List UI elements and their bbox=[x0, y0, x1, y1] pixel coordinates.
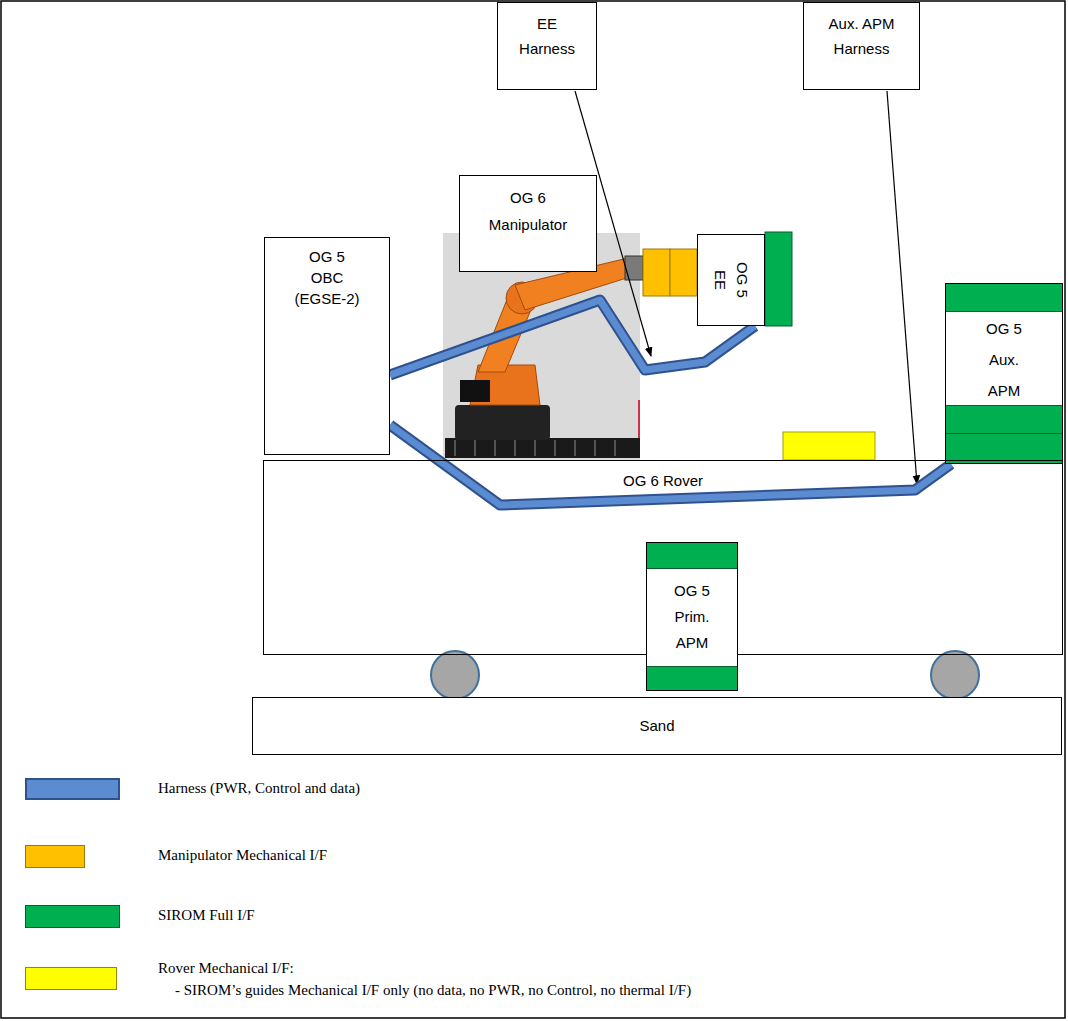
node-label: OG 5 OBC (EGSE-2) bbox=[293, 246, 361, 309]
callout-box: Aux. APM Harness bbox=[803, 2, 920, 90]
rail-ribs bbox=[455, 440, 615, 456]
legend-note: - SIROM’s guides Mechanical I/F only (no… bbox=[175, 982, 691, 999]
node-label: OG 5 Aux. APM bbox=[979, 313, 1029, 406]
robot-base bbox=[455, 405, 550, 440]
cable-core bbox=[390, 425, 951, 505]
robot-rail bbox=[445, 438, 640, 458]
node-label: OG 5 Prim. APM bbox=[667, 578, 717, 656]
ground-box: Sand bbox=[252, 697, 1062, 755]
legend-text: Harness (PWR, Control and data) bbox=[158, 780, 360, 797]
node-label: Sand bbox=[639, 716, 674, 736]
rover-box: OG 6 Rover OG 5 Prim. APM bbox=[263, 460, 1063, 655]
legend-text: Manipulator Mechanical I/F bbox=[158, 847, 327, 864]
robot-motor bbox=[460, 380, 490, 402]
apm-box: OG 5 Aux. APM bbox=[945, 283, 1063, 464]
cable-outline bbox=[390, 425, 951, 505]
legend-swatch bbox=[25, 845, 85, 868]
callout-box: EE Harness bbox=[497, 2, 597, 90]
legend-text: SIROM Full I/F bbox=[158, 907, 255, 924]
end-effector-box: OG 5 EE bbox=[697, 234, 765, 326]
sirom-interface bbox=[765, 232, 792, 326]
node-label: EE Harness bbox=[516, 11, 578, 61]
rover-mechanical-interface bbox=[783, 432, 875, 460]
legend-swatch bbox=[25, 967, 117, 990]
legend-text: Rover Mechanical I/F: bbox=[158, 960, 294, 977]
node-label: Aux. APM Harness bbox=[825, 11, 899, 61]
wheel bbox=[431, 651, 479, 699]
manipulator-interface bbox=[670, 249, 697, 296]
apm-box: OG 5 Prim. APM bbox=[646, 542, 738, 691]
node-label: OG 6 Rover bbox=[623, 471, 703, 491]
legend-swatch bbox=[25, 778, 120, 800]
obc-box: OG 5 OBC (EGSE-2) bbox=[264, 237, 390, 455]
node-label: OG 5 EE bbox=[709, 258, 753, 302]
legend-swatch bbox=[25, 905, 120, 928]
manipulator-box: OG 6 Manipulator bbox=[459, 175, 597, 272]
manipulator-interface bbox=[643, 249, 670, 296]
leader-line bbox=[887, 91, 917, 484]
node-label: OG 6 Manipulator bbox=[480, 184, 576, 238]
harness-cable bbox=[390, 425, 951, 505]
wheel bbox=[931, 651, 979, 699]
